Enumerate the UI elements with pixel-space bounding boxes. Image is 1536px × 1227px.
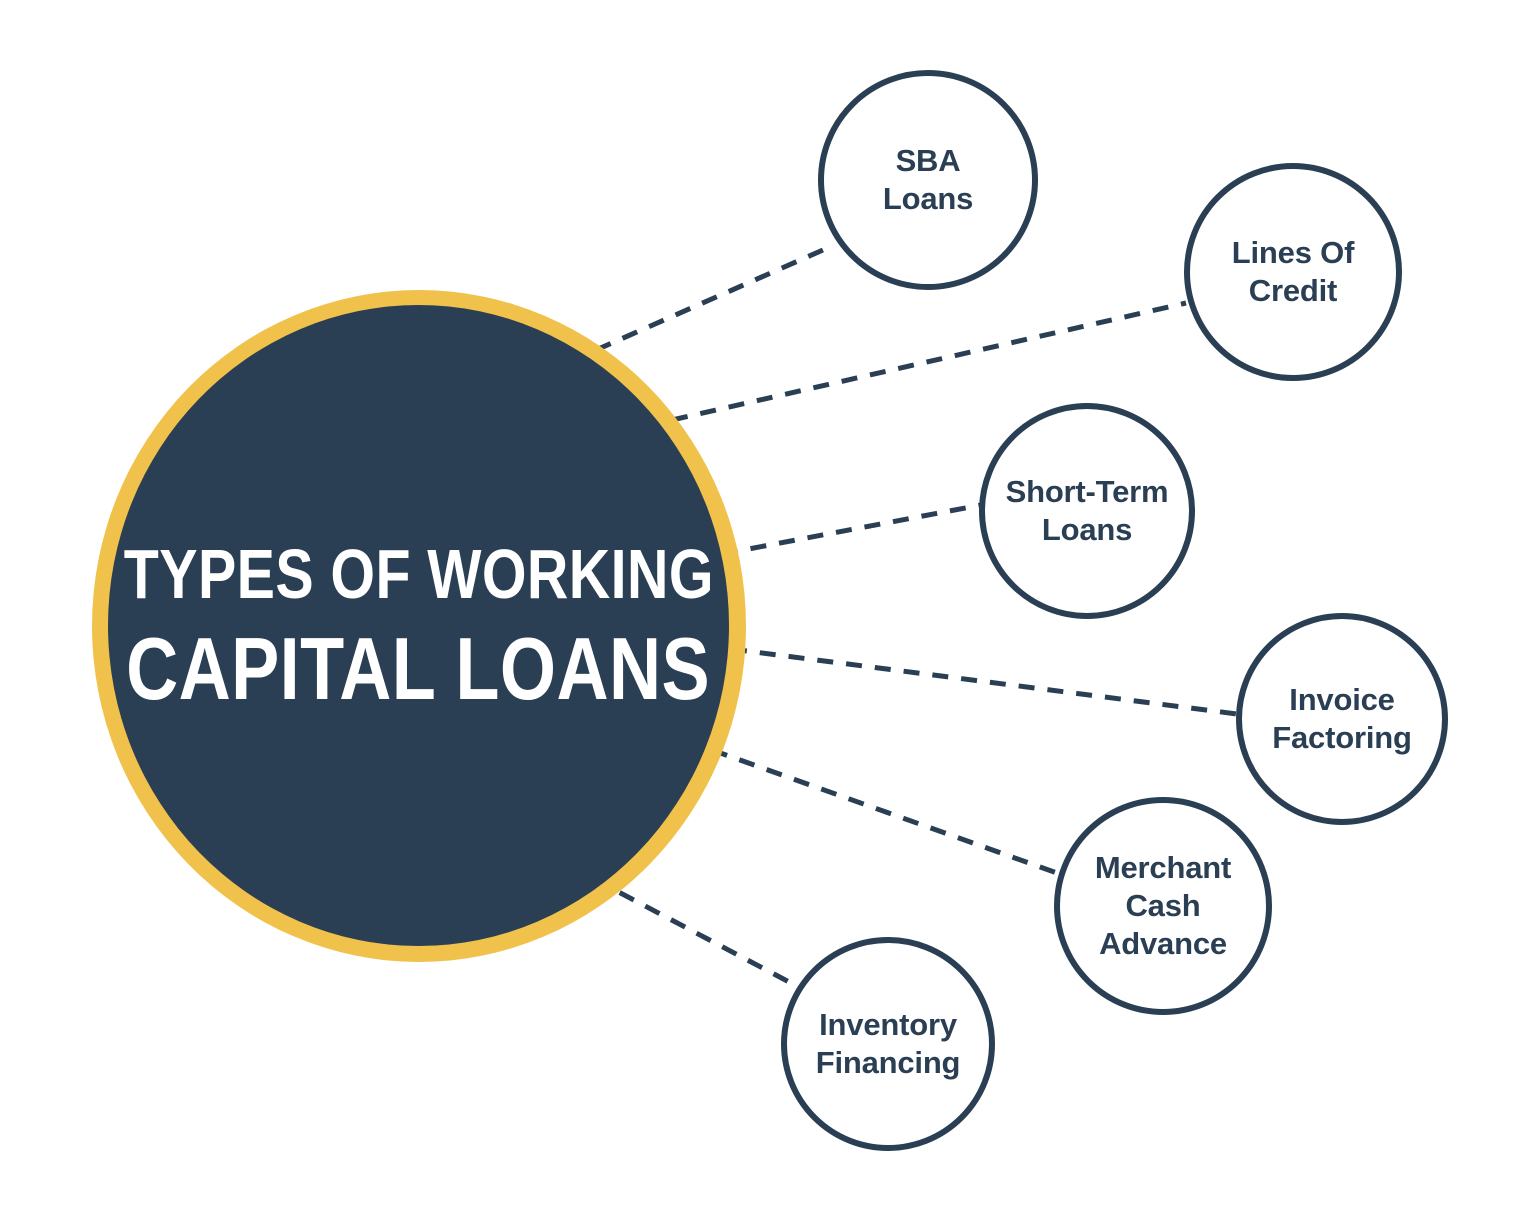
hub-to-inventory-financing (592, 876, 793, 986)
node-merchant-cash-advance[interactable]: Merchant Cash Advance (1054, 797, 1272, 1015)
hub-title-line-1: Types Of Working (123, 534, 714, 613)
node-label-invoice-factoring: Invoice Factoring (1272, 682, 1412, 755)
hub-to-merchant-cash-advance (711, 747, 1058, 876)
node-label-inventory-financing: Inventory Financing (815, 1007, 961, 1080)
node-short-term-loans[interactable]: Short-Term Loans (979, 403, 1195, 619)
node-inventory-financing[interactable]: Inventory Financing (781, 937, 995, 1151)
node-label-merchant-cash-advance: Merchant Cash Advance (1094, 850, 1232, 961)
node-invoice-factoring[interactable]: Invoice Factoring (1236, 613, 1448, 825)
node-label-short-term-loans: Short-Term Loans (1005, 474, 1169, 547)
node-label-sba-loans: SBA Loans (882, 143, 974, 216)
hub-to-sba-loans (594, 243, 834, 353)
hub-to-lines-of-credit (671, 300, 1187, 423)
hub-center-circle: Types Of Working Capital Loans (108, 305, 729, 946)
hub-title-line-2: Capital Loans (126, 618, 711, 718)
node-lines-of-credit[interactable]: Lines Of Credit (1184, 163, 1402, 381)
node-label-lines-of-credit: Lines Of Credit (1231, 235, 1355, 308)
hub-to-short-term-loans (721, 502, 982, 557)
node-sba-loans[interactable]: SBA Loans (818, 70, 1038, 290)
hub-to-invoice-factoring (730, 646, 1238, 717)
